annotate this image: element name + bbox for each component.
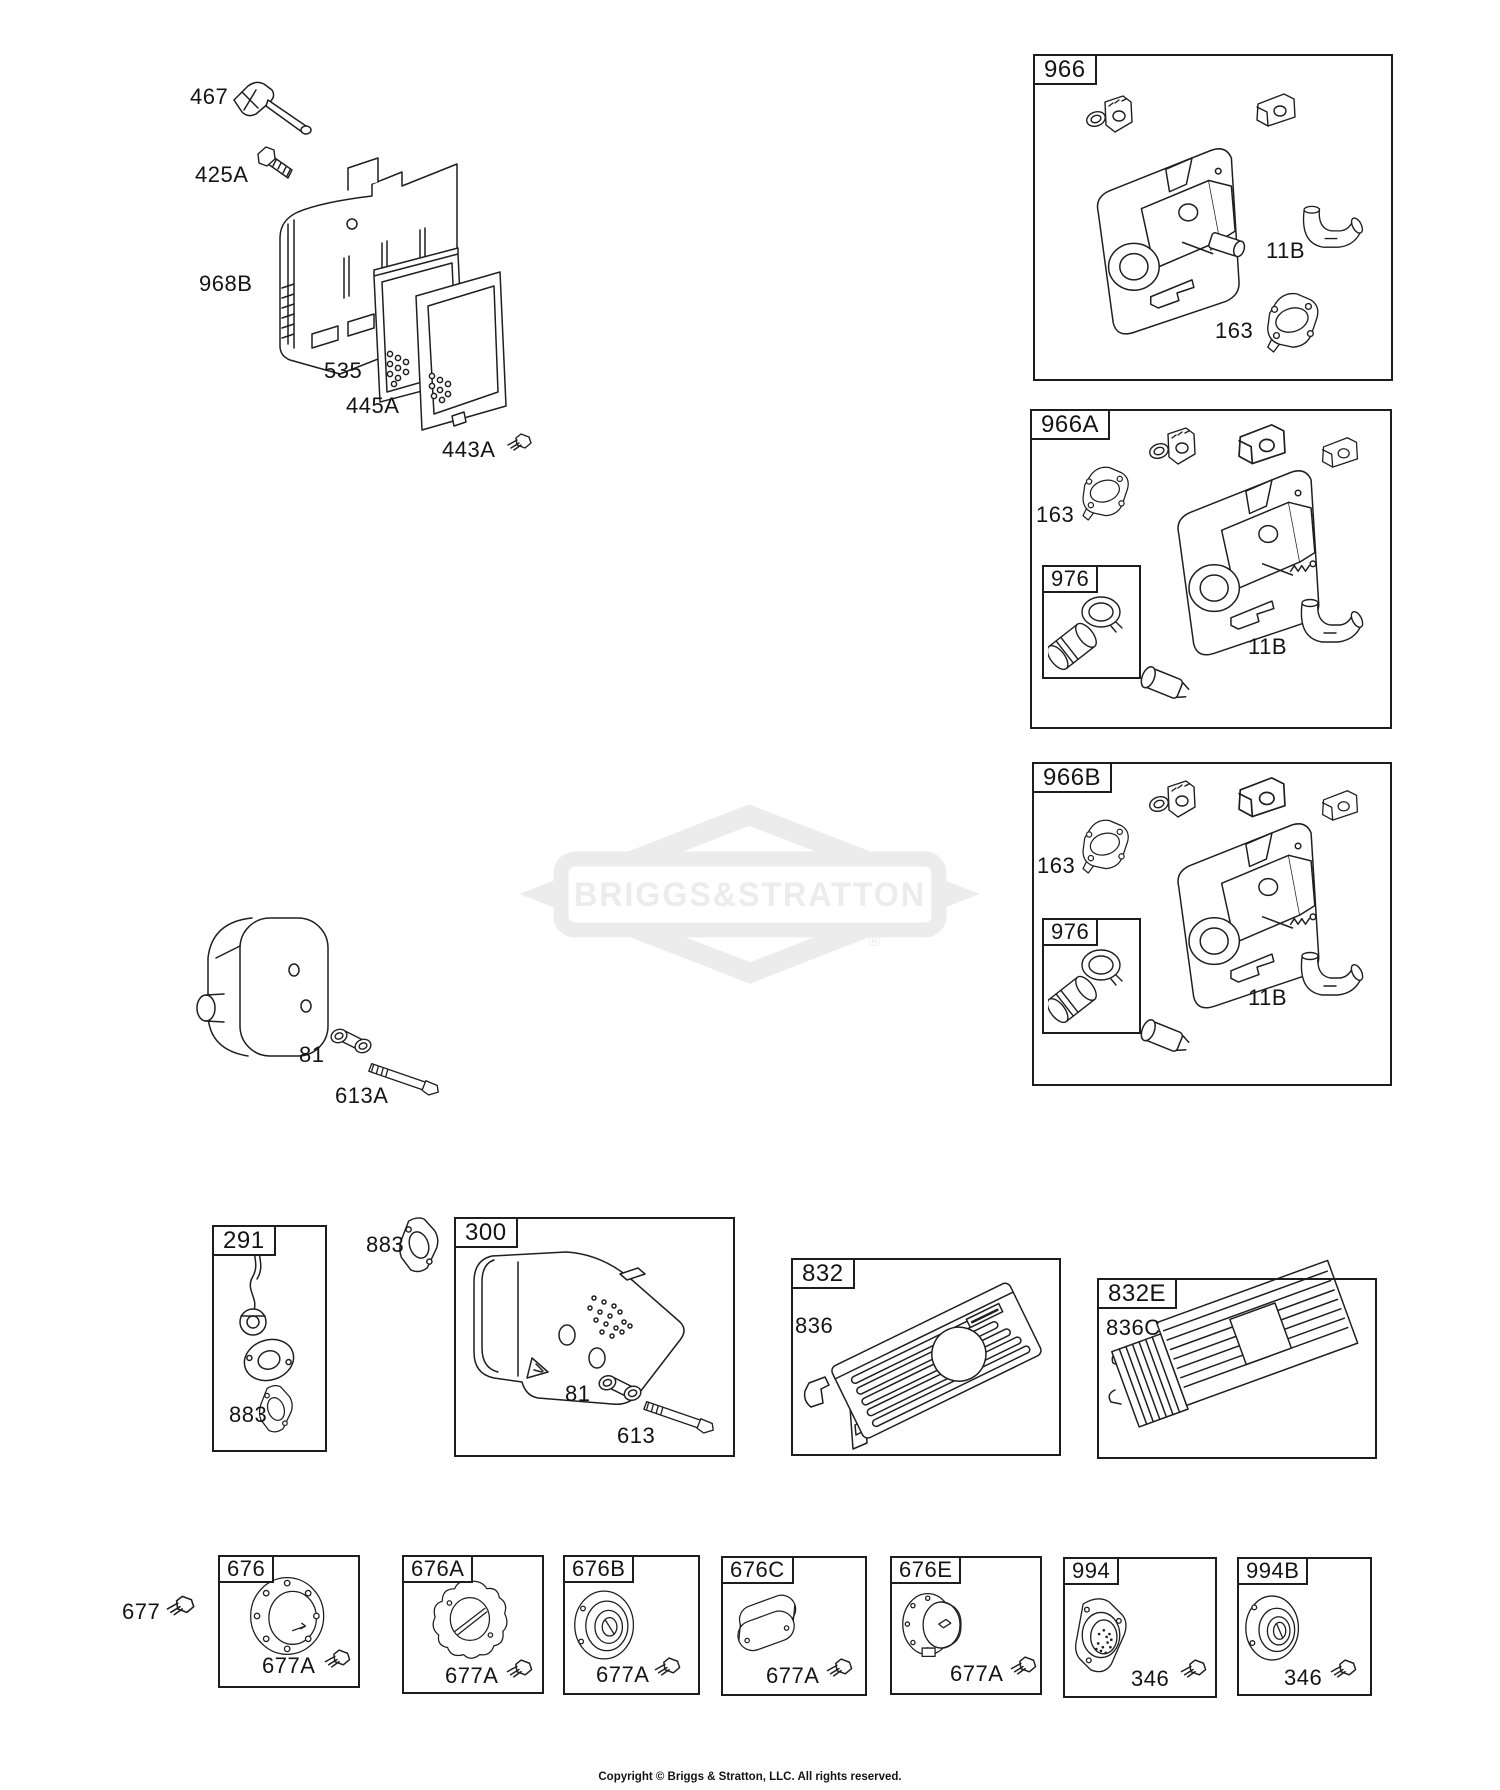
callout-883-loose: 883 bbox=[366, 1232, 405, 1257]
group-label-832: 832 bbox=[791, 1258, 855, 1289]
callout-467: 467 bbox=[190, 84, 229, 109]
plug-widget-drawing bbox=[1140, 666, 1190, 699]
callout-81-300: 81 bbox=[565, 1381, 591, 1406]
group-label-832e: 832E bbox=[1097, 1278, 1178, 1309]
callout-163-966a: 163 bbox=[1036, 502, 1075, 527]
group-label-676b: 676B bbox=[563, 1555, 635, 1583]
screw-425a-drawing bbox=[257, 146, 293, 179]
group-label-976b: 976 bbox=[1042, 918, 1099, 946]
tube-widget-drawing bbox=[1208, 232, 1246, 258]
group-label-976a: 976 bbox=[1042, 565, 1099, 593]
group-box-832e bbox=[1097, 1278, 1377, 1459]
callout-11b-966a: 11B bbox=[1248, 634, 1288, 659]
group-box-966a bbox=[1030, 409, 1392, 729]
wire-guard-832e-drawing bbox=[1108, 1259, 1359, 1428]
callout-613a: 613A bbox=[335, 1083, 389, 1108]
callout-11b-966b: 11B bbox=[1248, 985, 1288, 1010]
callout-677a-676b: 677A bbox=[596, 1662, 650, 1687]
group-label-676e: 676E bbox=[890, 1556, 962, 1584]
group-box-300 bbox=[454, 1217, 735, 1457]
callout-883-291: 883 bbox=[229, 1402, 268, 1427]
callout-677a-676: 677A bbox=[262, 1653, 316, 1678]
callout-163-966: 163 bbox=[1215, 318, 1254, 343]
group-box-676e bbox=[890, 1556, 1042, 1695]
callout-677-loose: 677 bbox=[122, 1599, 161, 1624]
callout-443a: 443A bbox=[442, 437, 496, 462]
group-label-994: 994 bbox=[1063, 1557, 1120, 1585]
callout-836-832: 836 bbox=[795, 1313, 834, 1338]
copyright-notice: Copyright © Briggs & Stratton, LLC. All … bbox=[598, 1771, 902, 1783]
group-label-966: 966 bbox=[1033, 54, 1097, 85]
air-cleaner-cover-445a-drawing bbox=[415, 271, 507, 431]
callout-346-994: 346 bbox=[1131, 1666, 1170, 1691]
callout-425a: 425A bbox=[195, 162, 249, 187]
watermark-diamond bbox=[519, 804, 980, 984]
group-box-676c bbox=[721, 1556, 867, 1696]
callout-81-muffler: 81 bbox=[299, 1042, 325, 1067]
callout-346-994b: 346 bbox=[1284, 1665, 1323, 1690]
callout-836c-832e: 836C bbox=[1106, 1315, 1161, 1340]
spacer-81-drawing bbox=[330, 1026, 372, 1056]
group-box-994 bbox=[1063, 1557, 1217, 1698]
screw-677-drawing bbox=[166, 1595, 195, 1616]
gasket-883-loose-drawing bbox=[399, 1217, 439, 1273]
group-label-676: 676 bbox=[218, 1555, 275, 1583]
muffler-guard-832-drawing bbox=[803, 1282, 1042, 1450]
watermark-brand-text: BRIGGS&STRATTON bbox=[574, 876, 926, 914]
group-label-966b: 966B bbox=[1032, 762, 1113, 793]
group-box-832 bbox=[791, 1258, 1061, 1456]
muffler-300-drawing bbox=[473, 1251, 685, 1405]
group-label-291: 291 bbox=[212, 1225, 276, 1256]
group-box-966b bbox=[1032, 762, 1392, 1086]
callout-163-966b: 163 bbox=[1037, 853, 1076, 878]
callout-677a-676e: 677A bbox=[950, 1661, 1004, 1686]
callout-445a: 445A bbox=[346, 393, 400, 418]
fuel-valve-467-drawing bbox=[233, 81, 312, 135]
callout-535: 535 bbox=[324, 358, 363, 383]
callout-677a-676c: 677A bbox=[766, 1663, 820, 1688]
callout-11b-966: 11B bbox=[1266, 238, 1306, 263]
callout-968b: 968B bbox=[199, 271, 253, 296]
screw-443a-drawing bbox=[507, 433, 532, 451]
callout-677a-676a: 677A bbox=[445, 1663, 499, 1688]
muffler-81-drawing bbox=[196, 917, 329, 1057]
group-label-676c: 676C bbox=[721, 1556, 794, 1584]
group-box-966 bbox=[1033, 54, 1393, 381]
group-label-300: 300 bbox=[454, 1217, 518, 1248]
group-label-994b: 994B bbox=[1237, 1557, 1309, 1585]
plug-widget-drawing bbox=[1140, 1019, 1190, 1052]
watermark-registered-mark: ® bbox=[868, 931, 881, 950]
group-label-966a: 966A bbox=[1030, 409, 1111, 440]
watermark-band bbox=[553, 851, 947, 938]
group-label-676a: 676A bbox=[402, 1555, 474, 1583]
callout-613-300: 613 bbox=[617, 1423, 656, 1448]
group-box-676 bbox=[218, 1555, 360, 1688]
